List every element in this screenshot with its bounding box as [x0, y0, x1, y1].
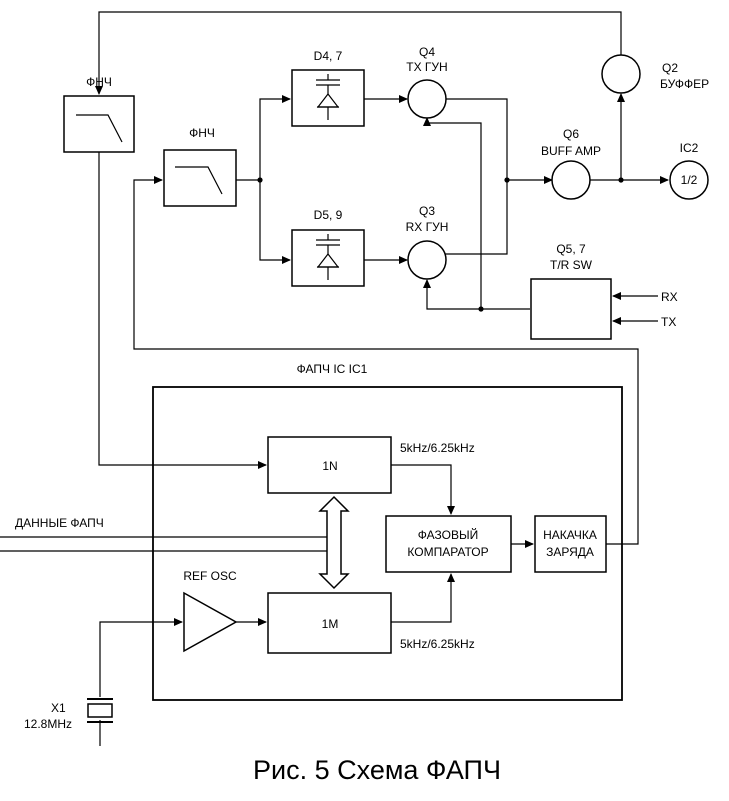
wire-split-to-d59: [259, 180, 291, 264]
label-ic2-name: IC2: [680, 141, 699, 155]
q4-tx-vco: [407, 79, 447, 119]
label-lpf-left: ФНЧ: [86, 75, 112, 89]
q6-buff-amp: [551, 160, 591, 200]
label-q3-desc: RX ГУН: [406, 220, 449, 234]
label-d59: D5, 9: [314, 208, 343, 222]
label-q4-desc: TX ГУН: [406, 60, 447, 74]
label-x1-freq: 12.8MHz: [24, 717, 72, 731]
figure-caption: Рис. 5 Схема ФАПЧ: [253, 755, 501, 785]
label-phase-comp-2: КОМПАРАТОР: [407, 545, 488, 559]
label-x1-name: X1: [51, 701, 66, 715]
label-divider-1m: 1M: [322, 617, 339, 631]
wire-lpf-to-1n: [98, 152, 267, 469]
crystal-x1: [87, 698, 113, 723]
label-freq-bottom: 5kHz/6.25kHz: [400, 637, 475, 651]
wire-trsw-q3: [423, 279, 481, 310]
pll-ic-boundary: [152, 386, 623, 701]
ic2-divider: [669, 160, 709, 200]
label-rx: RX: [661, 290, 678, 304]
wires: [0, 11, 669, 746]
varactor-d47-block: [291, 69, 365, 127]
divider-1m-block: [267, 592, 392, 654]
trsw-block: [530, 278, 612, 340]
junctions: [257, 177, 624, 312]
label-q2-desc: БУФФЕР: [660, 77, 709, 91]
q2-buffer: [601, 54, 641, 94]
phase-comparator-block: [385, 515, 512, 573]
label-q3-name: Q3: [419, 204, 435, 218]
divider-1n-block: [267, 436, 392, 494]
wire-cp-to-lpf: [133, 176, 639, 545]
junction-dot: [478, 306, 484, 312]
label-tx: TX: [661, 315, 676, 329]
label-lpf-mid: ФНЧ: [189, 126, 215, 140]
label-ref-osc: REF OSC: [183, 569, 237, 583]
label-q57-name: Q5, 7: [556, 242, 586, 256]
data-bus-arrow: [318, 495, 350, 590]
junction-dot: [257, 177, 263, 183]
label-charge-pump-1: НАКАЧКА: [543, 528, 597, 542]
label-q57-desc: T/R SW: [550, 258, 593, 272]
label-pll-data: ДАННЫЕ ФАПЧ: [15, 516, 104, 530]
wire-1n-to-pc: [391, 464, 455, 515]
charge-pump-block: [534, 515, 607, 573]
lpf-mid-block: [163, 149, 237, 207]
label-divider-1n: 1N: [322, 459, 337, 473]
q3-rx-vco: [407, 240, 447, 280]
wire-q4-out: [445, 98, 508, 180]
junction-dot: [618, 177, 624, 183]
wire-x1-to-ref: [99, 618, 183, 697]
wire-trsw-q4: [423, 117, 482, 309]
junction-dot: [504, 177, 510, 183]
wire-q2-feedback: [95, 11, 622, 95]
label-q4-name: Q4: [419, 45, 435, 59]
labels: ФНЧ ФНЧ D4, 7 D5, 9 Q4 TX ГУН Q3 RX ГУН …: [15, 45, 709, 785]
ref-osc-amplifier: [183, 591, 238, 653]
label-pll-ic: ФАПЧ IC IC1: [297, 362, 368, 376]
wire-1m-to-pc: [391, 573, 455, 623]
wire-q3-out: [445, 180, 508, 255]
wire-split-to-d47: [259, 95, 291, 180]
label-phase-comp-1: ФАЗОВЫЙ: [418, 527, 478, 542]
label-q6-desc: BUFF AMP: [541, 144, 601, 158]
label-ic2-inner: 1/2: [681, 173, 698, 187]
label-charge-pump-2: ЗАРЯДА: [546, 545, 594, 559]
varactor-d59-block: [291, 229, 365, 287]
label-freq-top: 5kHz/6.25kHz: [400, 441, 475, 455]
lpf-left-block: [63, 95, 135, 153]
label-q2-name: Q2: [662, 61, 678, 75]
label-q6-name: Q6: [563, 127, 579, 141]
label-d47: D4, 7: [314, 49, 343, 63]
